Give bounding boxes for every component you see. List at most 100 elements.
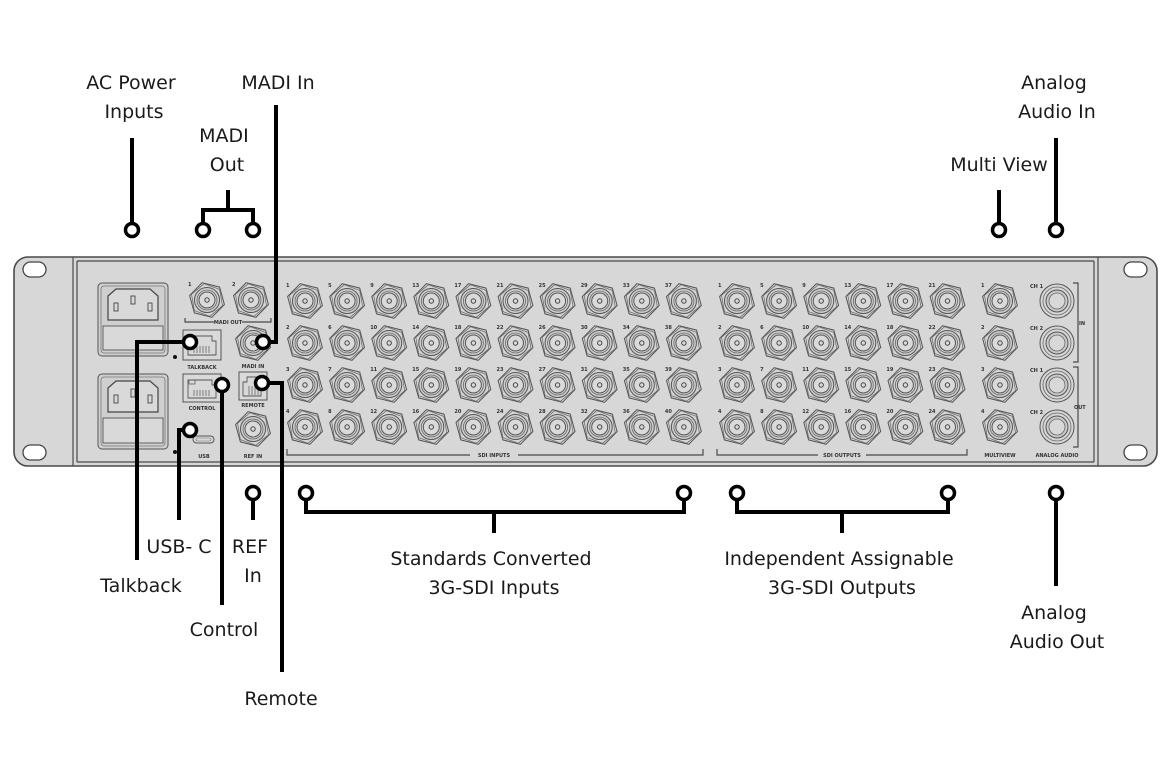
sdi-input-connector: 27: [539, 367, 576, 403]
label-control-line1: Control: [190, 619, 259, 641]
connector-number: 18: [886, 325, 893, 331]
connector-number: 22: [497, 325, 504, 331]
audio-channel-label: CH 1: [1030, 284, 1044, 290]
callout-dot-madi-out-2: [244, 221, 262, 239]
connector-number: 25: [539, 283, 546, 289]
ac-power-inlet-1: [97, 282, 169, 357]
rack-hole-top-left: [22, 261, 47, 278]
label-sdi-inputs: Standards Converted 3G-SDI Inputs: [390, 548, 597, 599]
madi-out-connector: 1: [188, 282, 225, 318]
sdi-output-connector: 22: [929, 325, 966, 361]
sdi-input-connector: 19: [454, 367, 492, 403]
connector-number: 20: [886, 409, 893, 415]
sdi-output-connector: 18: [886, 325, 924, 361]
connector-number: 4: [286, 409, 290, 415]
label-audio-in: Analog Audio In: [1018, 72, 1096, 123]
label-sdi-outputs: Independent Assignable 3G-SDI Outputs: [724, 548, 959, 599]
sdi-input-connector: 29: [581, 283, 618, 319]
multiview-panel-label: MULTIVIEW: [984, 453, 1016, 459]
sdi-input-connector: 3: [286, 367, 323, 403]
connector-number: 22: [929, 325, 936, 331]
callout-line-sdi-outputs: [735, 500, 950, 533]
label-ref-in-line2: In: [244, 565, 262, 587]
callout-dot-sdi-outputs-right: [939, 484, 957, 502]
sdi-input-connector: 17: [454, 283, 492, 319]
callout-dot-sdi-outputs-left: [728, 484, 746, 502]
connector-number: 20: [454, 409, 461, 415]
connector-number: 12: [370, 409, 377, 415]
sdi-input-connector: 22: [497, 325, 534, 361]
callout-labels: AC Power Inputs MADI In MADI Out Multi V…: [86, 72, 1104, 710]
label-sdi-inputs-line1: Standards Converted: [390, 548, 591, 570]
callout-line-talkback: [135, 340, 183, 560]
connector-number: 23: [497, 367, 504, 373]
callout-line-madi-in: [270, 105, 278, 344]
sdi-input-connector: 9: [370, 283, 408, 319]
multiview-connector: 2: [981, 325, 1018, 361]
audio-in-jack: CH 2: [1030, 325, 1075, 361]
connector-number: 17: [454, 283, 461, 289]
callout-line-usb: [177, 428, 183, 520]
sdi-output-connector: 21: [929, 283, 966, 319]
sdi-input-connector: 31: [581, 367, 618, 403]
connector-number: 26: [539, 325, 546, 331]
connector-number: 19: [886, 367, 893, 373]
usb-c-port: [192, 435, 215, 444]
sdi-input-connector: 18: [454, 325, 492, 361]
sdi-output-connector: 24: [929, 409, 966, 445]
sdi-input-connector: 15: [412, 367, 450, 403]
sdi-output-connector: 19: [886, 367, 924, 403]
sdi-output-connector: 9: [802, 283, 840, 319]
sdi-input-connector: 7: [328, 367, 366, 403]
sdi-output-connector: 6: [760, 325, 798, 361]
connector-number: 1: [286, 283, 290, 289]
connector-number: 21: [929, 283, 936, 289]
label-audio-in-line2: Audio In: [1018, 101, 1096, 123]
callout-dot-sdi-inputs-right: [675, 484, 693, 502]
sdi-output-connector: 1: [718, 283, 755, 319]
callout-line-sdi-inputs: [304, 500, 686, 533]
ref-in-panel-label: REF IN: [244, 454, 262, 460]
label-audio-out: Analog Audio Out: [1010, 602, 1105, 653]
connector-number: 27: [539, 367, 546, 373]
callout-line-remote: [269, 381, 284, 672]
callout-dot-sdi-inputs-left: [297, 484, 315, 502]
connector-number: 6: [760, 325, 764, 331]
connector-number: 2: [981, 325, 985, 331]
connector-number: 3: [981, 367, 985, 373]
connector-number: 15: [412, 367, 419, 373]
sdi-output-connector: 23: [929, 367, 966, 403]
connector-number: 29: [581, 283, 588, 289]
sdi-input-connector: 12: [370, 409, 408, 445]
sdi-output-connector: 7: [760, 367, 798, 403]
sdi-output-connector: 3: [718, 367, 755, 403]
connector-number: 31: [581, 367, 588, 373]
connector-number: 5: [760, 283, 764, 289]
sdi-input-connector: 4: [286, 409, 323, 445]
label-remote-line1: Remote: [244, 688, 317, 710]
sdi-input-connector: 34: [623, 325, 660, 361]
connector-number: 14: [412, 325, 419, 331]
label-remote: Remote: [244, 688, 317, 710]
indicator-dot-1: [173, 355, 177, 359]
connector-number: 16: [844, 409, 851, 415]
label-sdi-outputs-line2: 3G-SDI Outputs: [768, 577, 916, 599]
label-multiview: Multi View: [950, 154, 1048, 176]
sdi-input-connector: 38: [665, 325, 702, 361]
sdi-output-connector: 2: [718, 325, 755, 361]
audio-channel-label: CH 2: [1030, 326, 1044, 332]
multiview-connector: 1: [981, 283, 1018, 319]
sdi-input-connector: 23: [497, 367, 534, 403]
connector-number: 3: [286, 367, 290, 373]
analog-audio-panel-label: ANALOG AUDIO: [1035, 453, 1078, 459]
connector-number: 14: [844, 325, 851, 331]
sdi-input-connector: 8: [328, 409, 366, 445]
connector-number: 16: [412, 409, 419, 415]
connector-number: 34: [623, 325, 630, 331]
connector-number: 10: [370, 325, 377, 331]
sdi-inputs-panel-label: SDI INPUTS: [478, 453, 511, 459]
connector-number: 11: [802, 367, 809, 373]
multiview-connector: 3: [981, 367, 1018, 403]
